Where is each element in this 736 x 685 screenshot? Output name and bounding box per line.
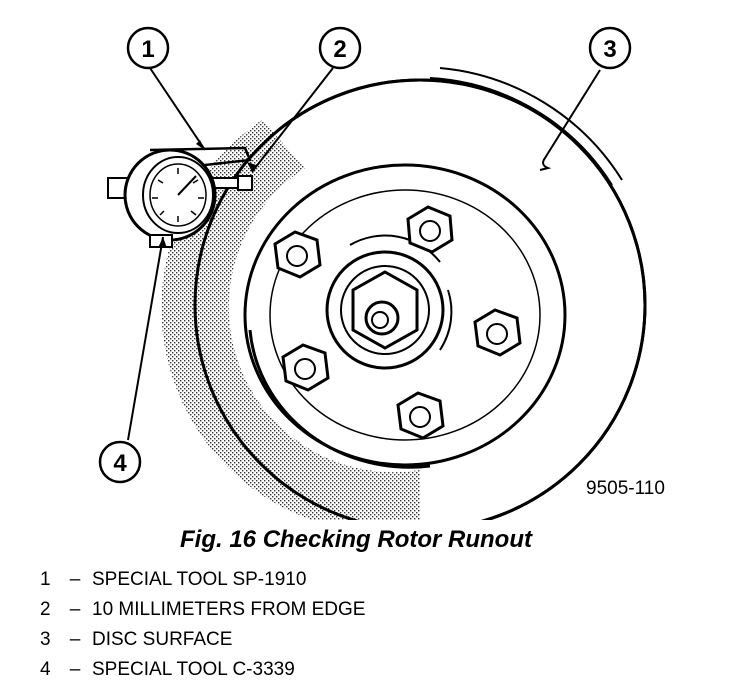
lug-nut-top: [406, 205, 454, 254]
legend-separator: –: [69, 569, 81, 590]
leader-lines: [127, 67, 601, 441]
legend-number: 1: [40, 569, 51, 590]
callout-1: 1: [126, 26, 170, 70]
callout-2: 2: [318, 26, 362, 70]
legend-item: 1–SPECIAL TOOL SP-1910: [40, 565, 365, 595]
legend-number: 3: [40, 629, 51, 650]
legend-list: 1–SPECIAL TOOL SP-1910 2–10 MILLIMETERS …: [40, 565, 365, 685]
legend-text: SPECIAL TOOL SP-1910: [92, 569, 307, 590]
legend-text: 10 MILLIMETERS FROM EDGE: [92, 599, 366, 620]
legend-text: DISC SURFACE: [92, 629, 233, 650]
figure-id: 9505-110: [586, 478, 665, 499]
rotor-hub: [243, 163, 567, 469]
lug-nut-left: [273, 230, 322, 279]
legend-separator: –: [69, 629, 81, 650]
callout-3: 3: [588, 26, 632, 70]
svg-text:4: 4: [113, 450, 127, 477]
legend-number: 4: [40, 659, 51, 680]
figure-caption: Fig. 16 Checking Rotor Runout: [180, 526, 532, 553]
rotor-runout-illustration: 1 2 3 4: [98, 26, 647, 520]
legend-item: 3–DISC SURFACE: [40, 625, 365, 655]
dial-indicator: [107, 146, 253, 248]
svg-text:3: 3: [603, 36, 616, 63]
legend-separator: –: [69, 599, 81, 620]
legend-item: 2–10 MILLIMETERS FROM EDGE: [40, 595, 365, 625]
svg-text:2: 2: [333, 36, 346, 63]
legend-text: SPECIAL TOOL C-3339: [92, 659, 295, 680]
legend-item: 4–SPECIAL TOOL C-3339: [40, 655, 365, 685]
svg-text:1: 1: [141, 36, 154, 63]
lug-nut-right: [473, 308, 522, 357]
lug-nut-bottom: [396, 391, 445, 440]
legend-separator: –: [69, 659, 81, 680]
arrowheads: [158, 140, 256, 248]
lug-nut-bottom-left: [281, 343, 330, 392]
legend-number: 2: [40, 599, 51, 620]
callout-4: 4: [98, 440, 142, 484]
